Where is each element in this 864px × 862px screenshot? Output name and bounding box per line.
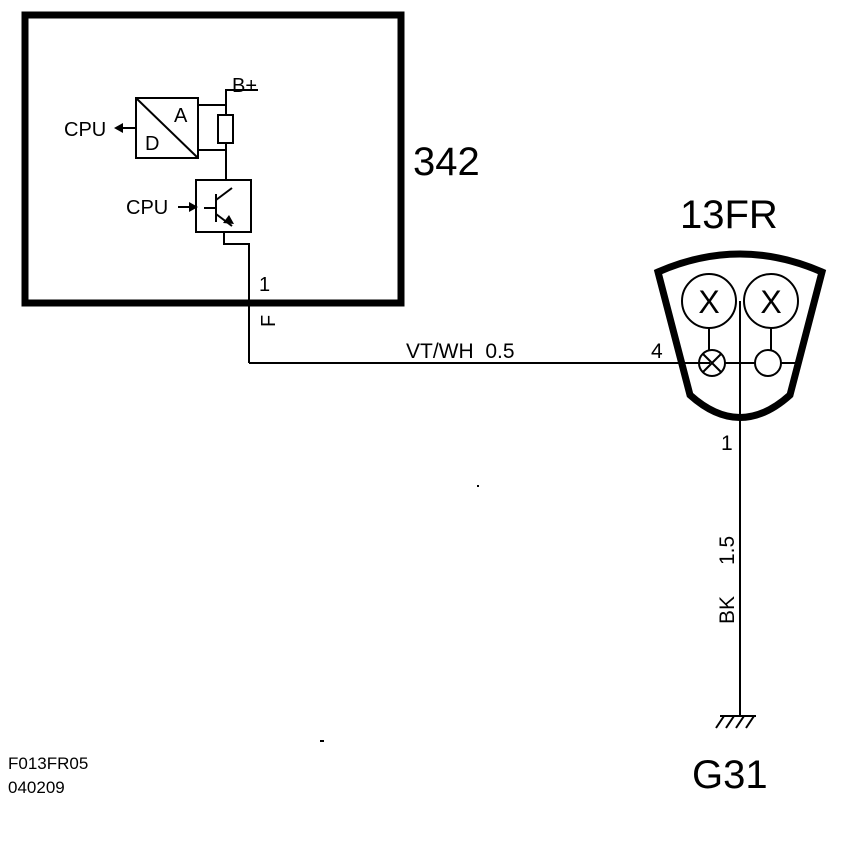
lamp-id: 13FR: [680, 193, 778, 237]
supply-line: [198, 89, 258, 106]
module-pin-number: 1: [259, 274, 270, 296]
cpu-in-label: CPU: [126, 197, 168, 219]
module-pin-function: F: [258, 315, 280, 327]
module-id: 342: [413, 140, 480, 184]
module-342-box[interactable]: [21, 11, 405, 307]
date-code: 040209: [8, 778, 65, 797]
cpu-out-label: CPU: [64, 119, 106, 141]
bulb-right-symbol: X: [760, 284, 781, 320]
module-output-wire: [223, 232, 250, 363]
cpu-out-arrow-icon: [114, 123, 123, 133]
transistor-emitter: [215, 213, 233, 227]
supply-label: B+: [232, 75, 257, 97]
ad-converter-diagonal: [135, 97, 199, 159]
cpu-in-arrow-icon: [189, 202, 198, 212]
lamp-pin-in: 4: [651, 340, 663, 363]
transistor-driver: [195, 179, 252, 233]
ground-wire-size: 1.5: [716, 536, 739, 565]
doc-code: F013FR05: [8, 754, 88, 773]
ground-wire-color: BK: [716, 596, 739, 624]
emitter-arrow-icon: [223, 215, 234, 224]
bulb-left-symbol: X: [698, 284, 719, 320]
ad-label-d: D: [145, 133, 159, 155]
resistor-icon: [217, 114, 234, 144]
ad-label-a: A: [174, 105, 188, 127]
lamp-housing[interactable]: [653, 250, 827, 421]
transistor-collector: [215, 187, 233, 201]
signal-wire-spec: VT/WH 0.5: [406, 340, 515, 363]
ground-id: G31: [692, 753, 768, 797]
lamp-pin-out: 1: [721, 432, 733, 455]
